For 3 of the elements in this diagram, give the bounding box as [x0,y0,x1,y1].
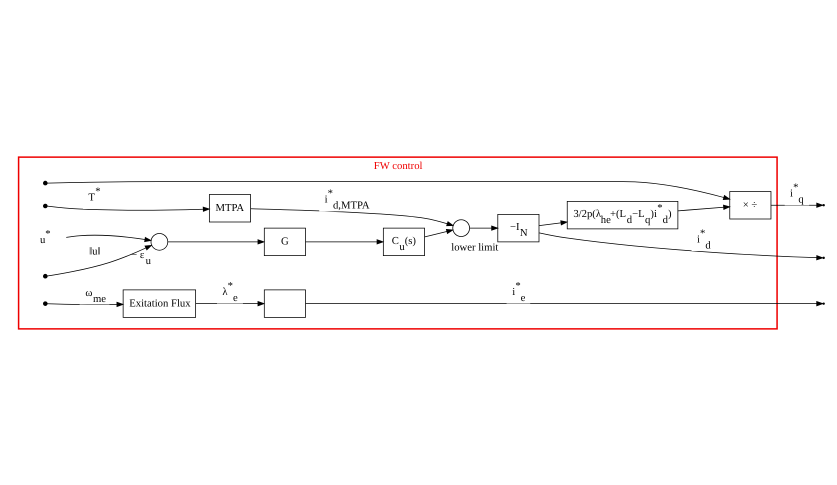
edge-label: ‖u‖ [89,245,101,258]
node-label: u [146,254,151,267]
node-label: lower limit [451,240,498,253]
